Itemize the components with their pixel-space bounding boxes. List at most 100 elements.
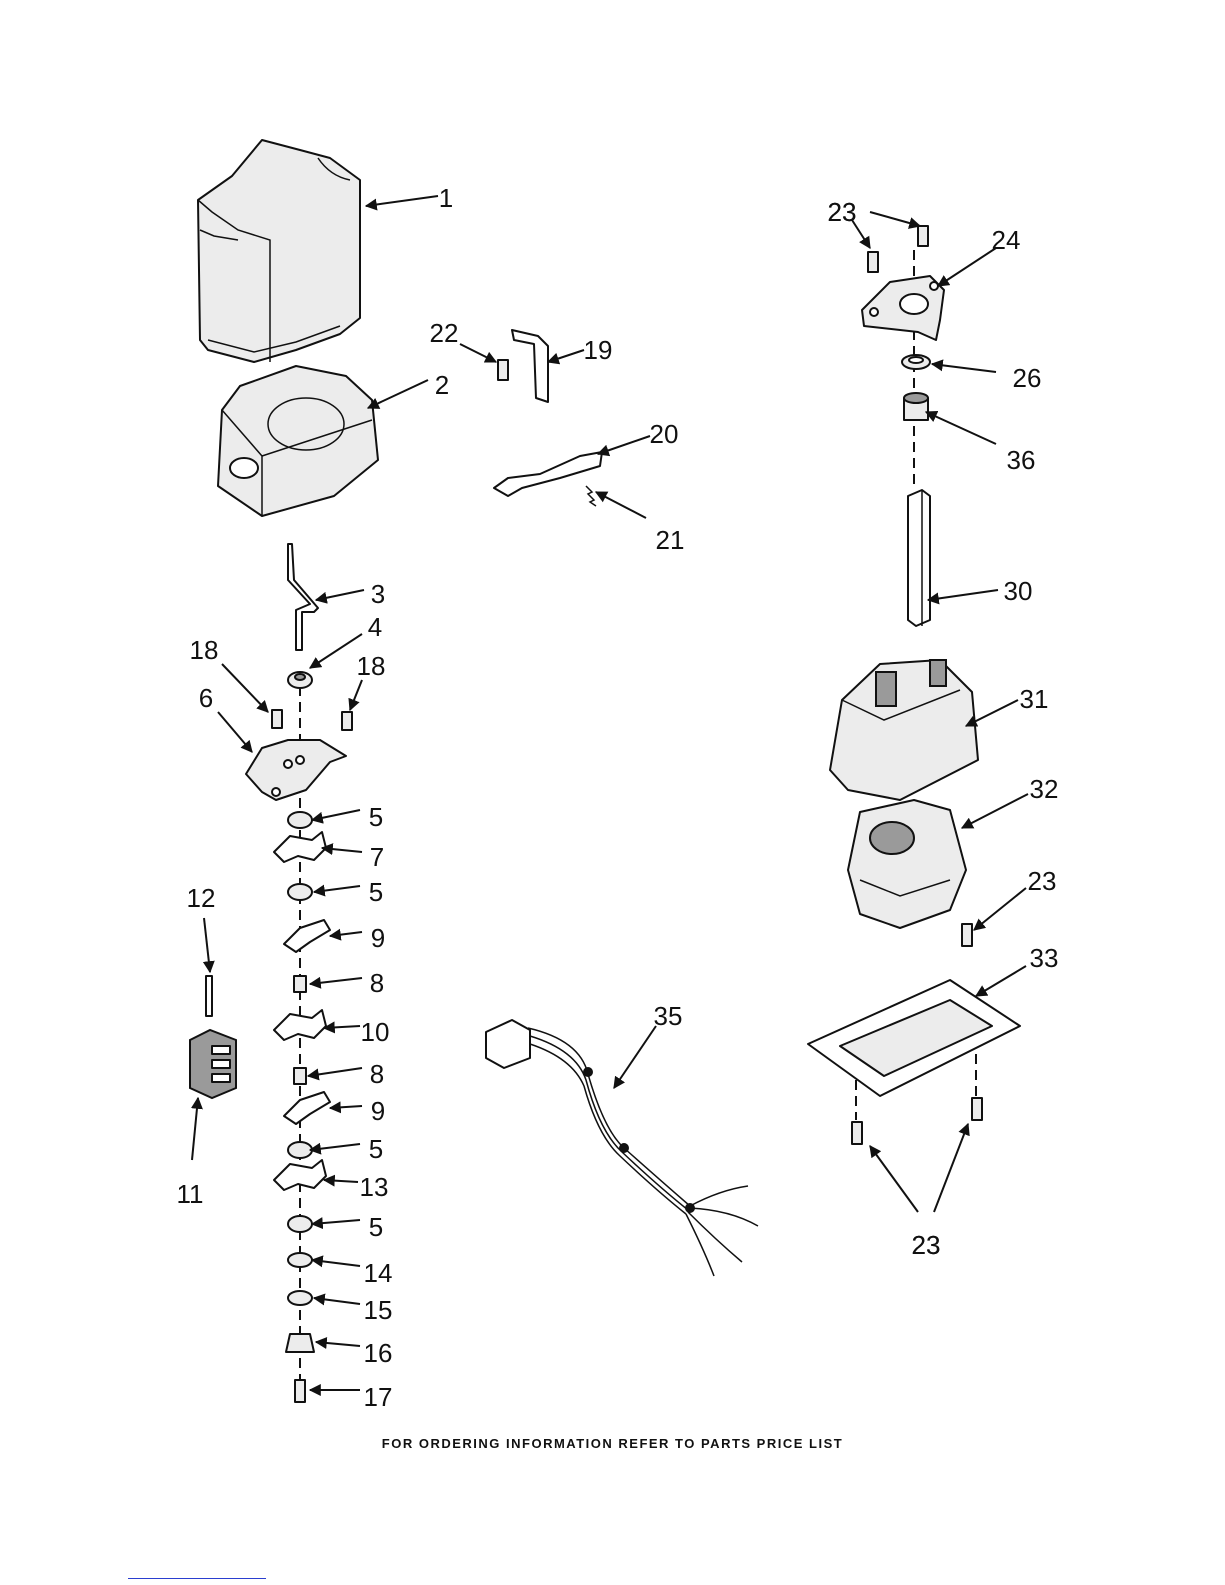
- callout-leader-13: [324, 1180, 358, 1182]
- callout-leader-9: [330, 1106, 362, 1108]
- callout-label-19: 19: [584, 335, 613, 365]
- callout-leader-5: [312, 1220, 360, 1224]
- callout-leader-35: [614, 1026, 656, 1088]
- callout-label-12: 12: [187, 883, 216, 913]
- callout-leader-23: [870, 212, 920, 226]
- part-18-screws: [272, 710, 352, 730]
- callout-label-5: 5: [369, 1212, 383, 1242]
- callout-leader-11: [192, 1098, 198, 1160]
- callout-label-26: 26: [1013, 363, 1042, 393]
- callout-leader-16: [316, 1342, 360, 1346]
- part-12-pin: [206, 976, 212, 1016]
- part-30-shaft: [908, 490, 930, 626]
- callout-label-3: 3: [371, 579, 385, 609]
- callout-leader-15: [314, 1298, 360, 1304]
- callout-label-35: 35: [654, 1001, 683, 1031]
- callout-label-5: 5: [369, 802, 383, 832]
- callout-label-13: 13: [360, 1172, 389, 1202]
- callout-leader-24: [938, 248, 996, 286]
- callout-leader-12: [204, 918, 210, 972]
- callout-leader-5: [310, 1144, 360, 1150]
- callout-leader-19: [548, 350, 584, 362]
- callout-leader-5: [312, 810, 360, 820]
- callout-leader-5: [314, 886, 360, 892]
- part-23-screws-top: [868, 226, 928, 272]
- footer-rule: [128, 1578, 266, 1579]
- callout-label-10: 10: [361, 1017, 390, 1047]
- part-4-washer: [288, 672, 312, 688]
- callout-label-2: 2: [435, 370, 449, 400]
- part-1-ice-container: [198, 140, 360, 362]
- callout-label-21: 21: [656, 525, 685, 555]
- part-22-screw: [498, 360, 508, 380]
- part-11-block: [190, 1030, 236, 1098]
- callout-label-32: 32: [1030, 774, 1059, 804]
- callout-leader-14: [312, 1260, 360, 1266]
- part-19-bracket: [512, 330, 548, 402]
- left-stack-parts: [274, 812, 330, 1402]
- callout-label-36: 36: [1007, 445, 1036, 475]
- callout-label-11: 11: [177, 1179, 204, 1209]
- callout-leader-30: [928, 590, 998, 600]
- part-35-wire-harness: [486, 1020, 758, 1276]
- callout-label-1: 1: [439, 183, 453, 213]
- callout-label-16: 16: [364, 1338, 393, 1368]
- callout-label-33: 33: [1030, 943, 1059, 973]
- part-36-bushing: [904, 393, 928, 420]
- ordering-information-note: FOR ORDERING INFORMATION REFER TO PARTS …: [0, 1436, 1225, 1451]
- part-33-gasket: [808, 980, 1020, 1096]
- callout-label-24: 24: [992, 225, 1021, 255]
- callout-leader-8: [308, 1068, 362, 1076]
- callout-label-6: 6: [199, 683, 213, 713]
- callout-leader-36: [926, 412, 996, 444]
- callout-leader-10: [324, 1026, 360, 1028]
- callout-leader-23: [934, 1124, 968, 1212]
- callout-leader-23: [870, 1146, 918, 1212]
- callout-leader-18: [222, 664, 268, 712]
- part-3-crank-rod: [288, 544, 318, 650]
- callout-leader-3: [316, 590, 364, 600]
- callout-label-23: 23: [1028, 866, 1057, 896]
- callout-label-9: 9: [371, 923, 385, 953]
- callout-label-4: 4: [368, 612, 382, 642]
- callout-label-17: 17: [364, 1382, 393, 1412]
- callout-leader-23: [974, 888, 1026, 930]
- callout-label-30: 30: [1004, 576, 1033, 606]
- callout-label-9: 9: [371, 1096, 385, 1126]
- part-24-bracket: [862, 276, 944, 340]
- callout-leader-32: [962, 794, 1028, 828]
- callout-leader-21: [596, 492, 646, 518]
- part-31-motor-cover: [830, 660, 978, 800]
- part-23-screw-mid: [962, 924, 972, 946]
- callout-label-7: 7: [370, 842, 384, 872]
- callout-label-18: 18: [190, 635, 219, 665]
- part-6-bracket: [246, 740, 346, 800]
- callout-leader-18: [350, 680, 362, 710]
- callout-label-23: 23: [828, 197, 857, 227]
- part-32-motor: [848, 800, 966, 928]
- callout-leader-1: [366, 196, 438, 206]
- callout-leader-4: [310, 634, 362, 668]
- callout-label-8: 8: [370, 1059, 384, 1089]
- callout-label-20: 20: [650, 419, 679, 449]
- callout-label-22: 22: [430, 318, 459, 348]
- callout-label-23: 23: [912, 1230, 941, 1260]
- callout-leader-20: [598, 436, 650, 454]
- callout-leader-2: [368, 380, 428, 408]
- callout-label-8: 8: [370, 968, 384, 998]
- callout-label-31: 31: [1020, 684, 1049, 714]
- callout-leader-22: [460, 344, 496, 362]
- part-20-lever: [494, 452, 602, 496]
- callout-leader-33: [976, 966, 1026, 996]
- callout-label-15: 15: [364, 1295, 393, 1325]
- callout-leader-26: [932, 364, 996, 372]
- callout-label-18: 18: [357, 651, 386, 681]
- callout-label-5: 5: [369, 1134, 383, 1164]
- callout-leader-9: [330, 932, 362, 936]
- callout-leader-7: [322, 848, 362, 852]
- part-26-ring: [902, 355, 930, 369]
- part-2-housing: [218, 366, 378, 516]
- part-21-spring: [586, 486, 596, 506]
- callout-leader-6: [218, 712, 252, 752]
